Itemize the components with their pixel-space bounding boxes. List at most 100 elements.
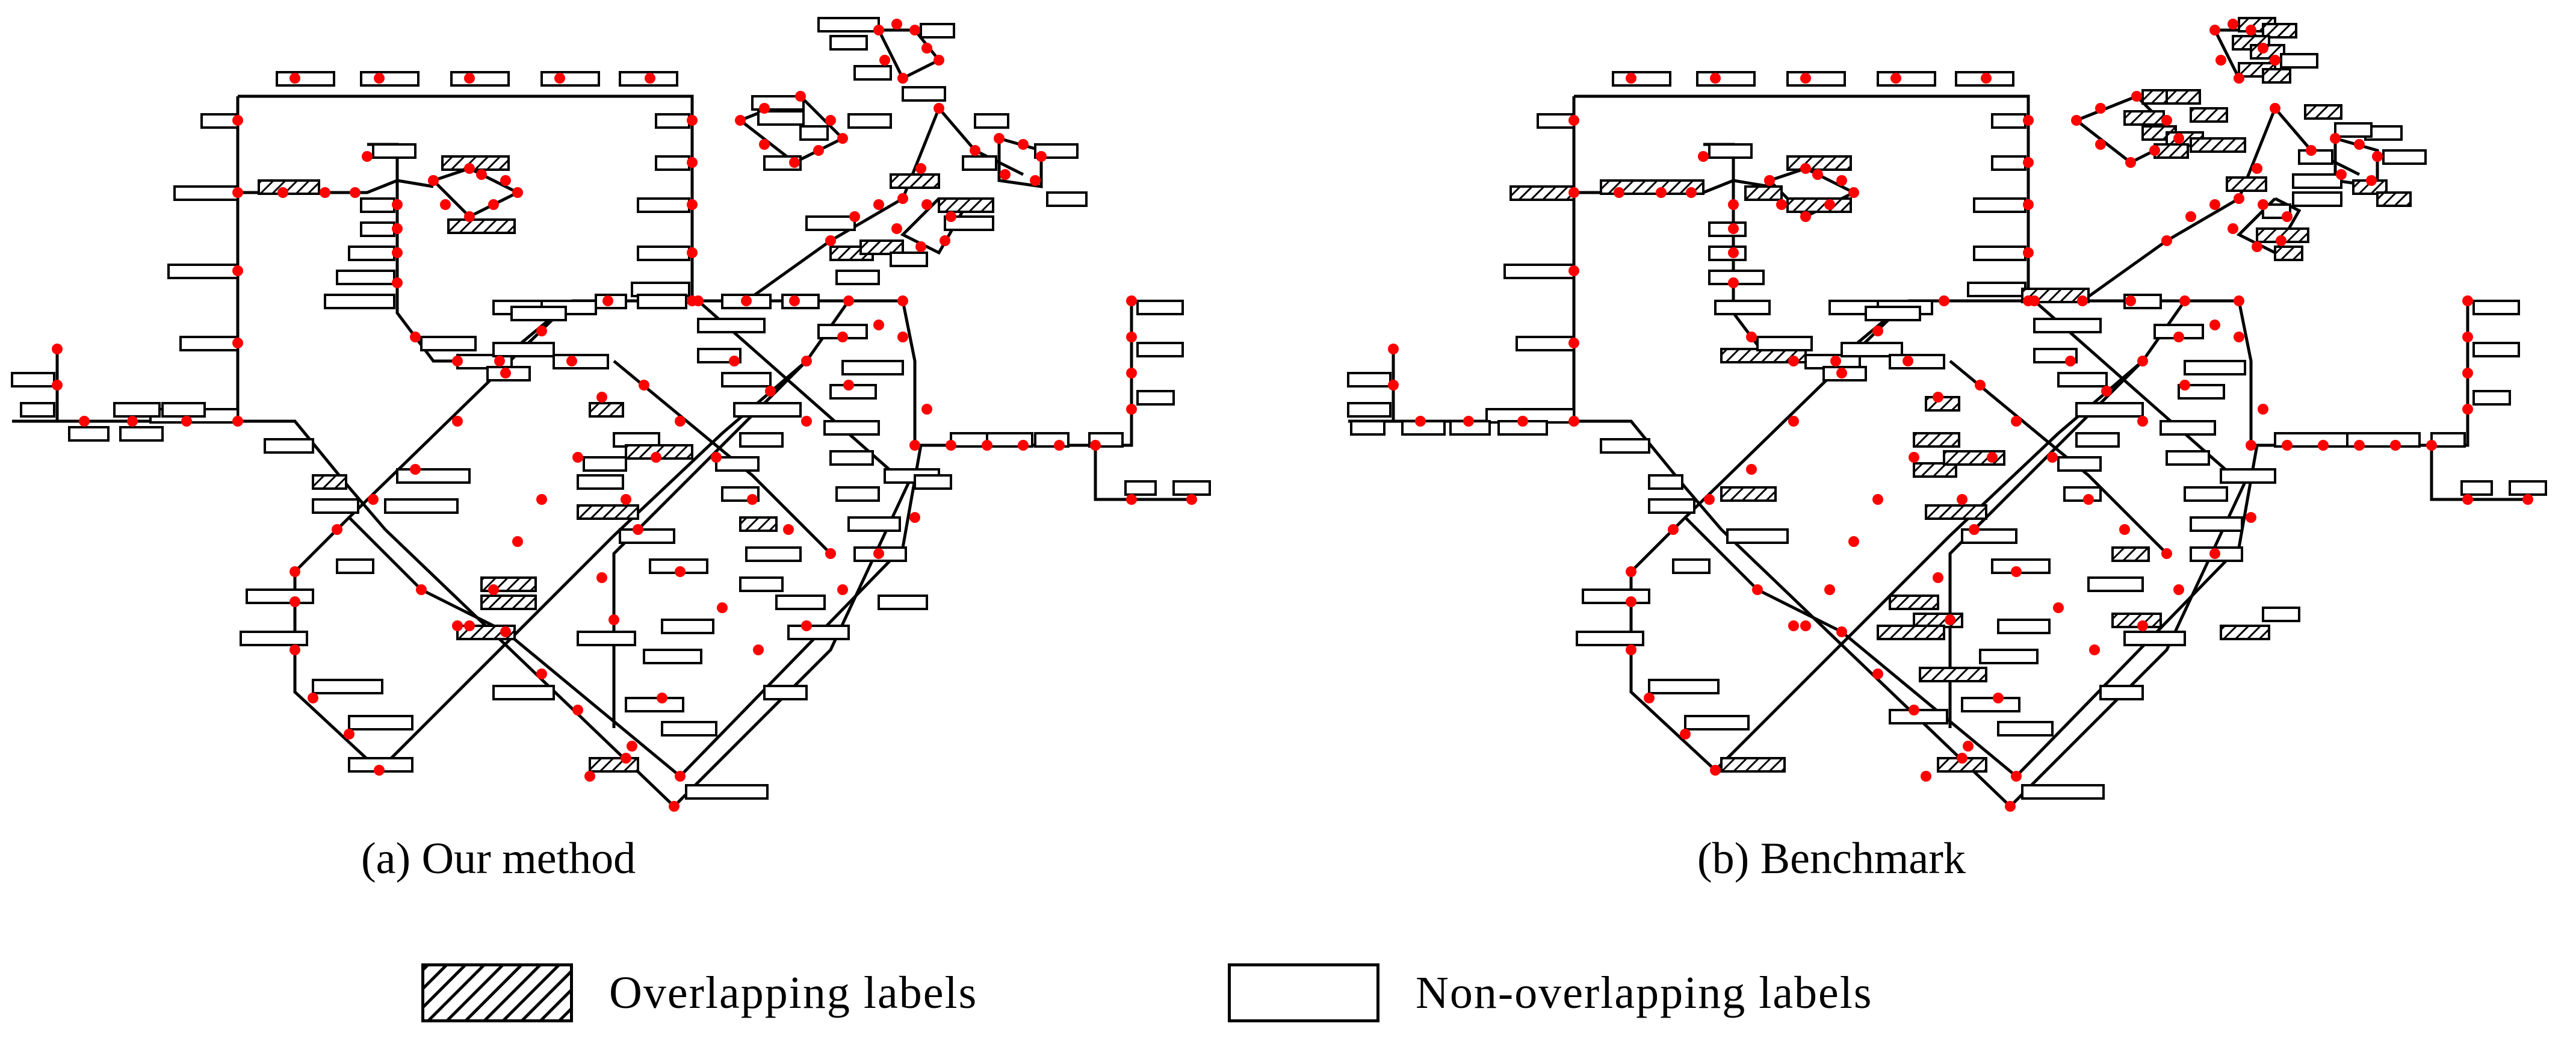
station-dot [897, 295, 908, 306]
station-dot [596, 392, 607, 403]
non-overlapping-label-box [577, 474, 624, 490]
station-dot [2011, 771, 2022, 782]
station-dot [675, 566, 686, 577]
non-overlapping-label-box [161, 402, 206, 418]
non-overlapping-label-box [1136, 300, 1184, 315]
non-overlapping-label-box [312, 498, 359, 514]
non-overlapping-label-box [853, 65, 892, 81]
station-dot [2047, 452, 2058, 463]
station-dot [452, 356, 463, 366]
station-dot [801, 416, 812, 427]
panel-b-map [1347, 17, 2547, 812]
station-dot [651, 452, 661, 463]
overlapping-label-box [589, 402, 624, 418]
station-dot [621, 494, 631, 505]
station-dot [1710, 765, 1721, 776]
non-overlapping-label-box [540, 71, 600, 87]
station-dot [2173, 133, 2184, 144]
overlapping-label-box [1720, 757, 1786, 773]
non-overlapping-label-box [715, 456, 760, 472]
station-dot [464, 73, 475, 84]
non-overlapping-label-box [1877, 71, 1936, 87]
station-dot [1388, 344, 1399, 354]
station-dot [1836, 175, 1847, 186]
non-overlapping-label-box [2087, 576, 2144, 592]
station-dot [1626, 73, 1636, 84]
station-dot [2354, 139, 2365, 150]
station-dot [1018, 139, 1029, 150]
non-overlapping-label-box [336, 558, 374, 574]
route-line [2430, 445, 2528, 501]
non-overlapping-label-box [2178, 384, 2225, 400]
route-line [745, 108, 941, 303]
station-dot [747, 494, 758, 505]
non-overlapping-label-box [1124, 480, 1157, 496]
station-dot [2276, 235, 2287, 246]
non-overlapping-label-box [655, 155, 690, 171]
station-dot [2282, 211, 2293, 222]
overlapping-label-box [2190, 107, 2228, 123]
station-dot [464, 620, 475, 631]
station-dot [2336, 169, 2347, 180]
station-dot [675, 771, 686, 782]
station-dot [554, 73, 565, 84]
station-dot [2390, 440, 2401, 451]
station-dot [512, 187, 523, 198]
overlapping-label-box [2376, 191, 2412, 207]
station-dot [843, 295, 854, 306]
station-dot [1921, 771, 1931, 782]
non-overlapping-label-box [396, 468, 471, 484]
non-overlapping-label-box [835, 486, 880, 502]
station-dot [392, 223, 403, 234]
station-dot [2083, 494, 2094, 505]
station-dot [940, 235, 950, 246]
station-dot [2234, 332, 2244, 342]
station-dot [2161, 548, 2172, 559]
non-overlapping-label-box [1961, 697, 2020, 712]
station-dot [572, 705, 583, 715]
non-overlapping-label-box [733, 402, 802, 418]
non-overlapping-label-box [577, 631, 636, 646]
station-dot [1126, 332, 1137, 342]
non-overlapping-label-box [348, 246, 395, 261]
station-dot [909, 440, 920, 451]
station-dot [2137, 416, 2148, 427]
overlapping-label-box [2262, 23, 2297, 39]
station-dot [1909, 452, 1919, 463]
station-dot [873, 199, 884, 210]
station-dot [2077, 295, 2088, 306]
station-dot [1963, 741, 1974, 752]
overlapping-label-box [2226, 176, 2267, 192]
station-dot [1728, 199, 1739, 210]
station-dot [232, 115, 243, 126]
station-dot [909, 512, 920, 523]
station-dot [837, 332, 848, 342]
station-dot [2161, 235, 2172, 246]
station-dot [494, 356, 505, 366]
station-dot [1776, 199, 1787, 210]
station-dot [2522, 494, 2533, 505]
non-overlapping-label-box [1708, 246, 1747, 261]
station-dot [1126, 404, 1137, 415]
non-overlapping-label-box [2220, 468, 2276, 484]
station-dot [2179, 295, 2190, 306]
station-dot [970, 145, 980, 156]
station-dot [2234, 73, 2244, 84]
station-dot [2011, 416, 2022, 427]
station-dot [849, 211, 860, 222]
station-dot [2270, 55, 2280, 66]
station-dot [982, 440, 992, 451]
station-dot [536, 326, 547, 336]
non-overlapping-label-box [739, 432, 784, 448]
non-overlapping-label-box [745, 546, 802, 562]
non-overlapping-label-box [336, 270, 395, 285]
overlapping-label-box [1786, 197, 1852, 213]
station-dot [946, 440, 956, 451]
station-dot [789, 295, 800, 306]
overlapping-label-box [2220, 625, 2270, 640]
station-dot [2119, 524, 2130, 535]
station-dot [428, 175, 439, 186]
non-overlapping-label-box [1708, 143, 1753, 159]
station-dot [897, 332, 908, 342]
route-line [236, 96, 386, 531]
